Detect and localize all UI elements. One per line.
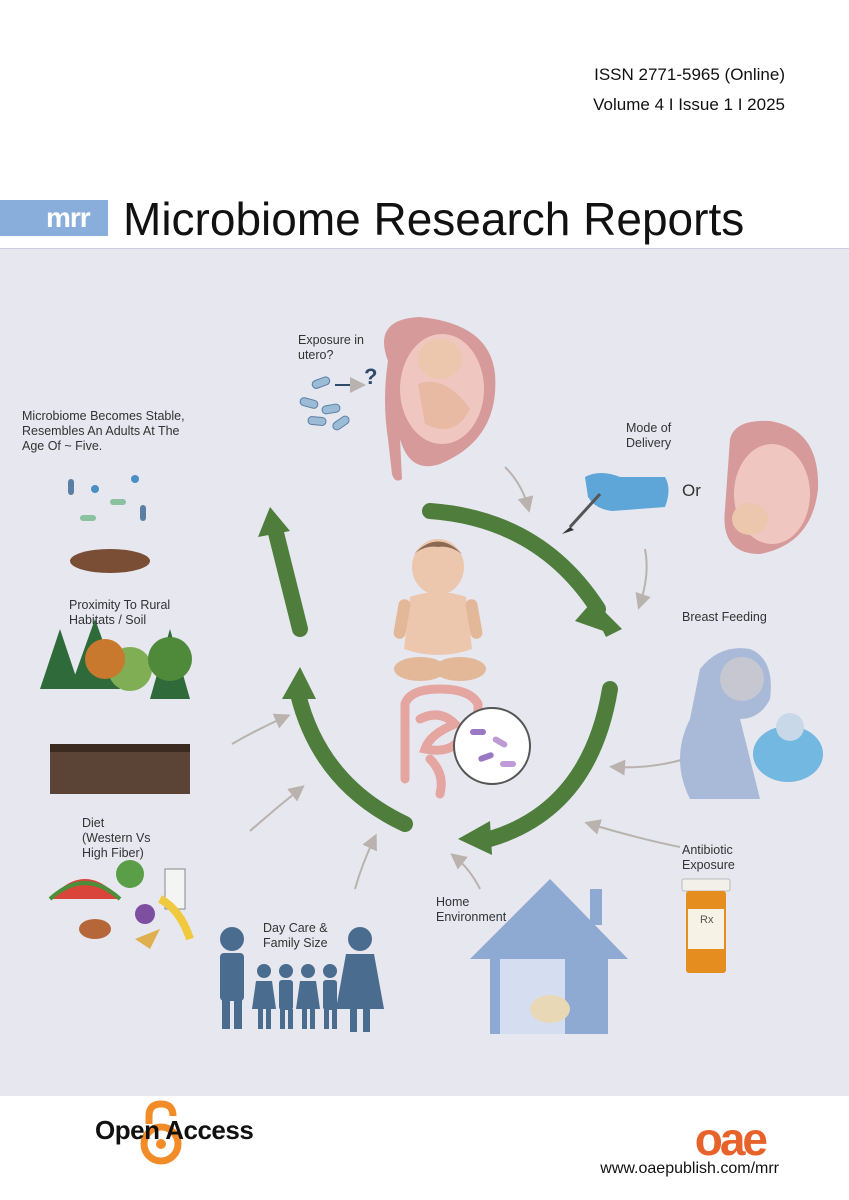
food-illustration <box>48 860 194 949</box>
cycle-arrowheads <box>258 507 622 855</box>
forest-illustration <box>40 619 192 794</box>
label-line: utero? <box>298 348 334 362</box>
label-line: Environment <box>436 910 507 924</box>
issn-text: ISSN 2771-5965 (Online) <box>594 65 785 84</box>
journal-color-bar <box>0 200 108 236</box>
label-line: High Fiber) <box>82 846 144 860</box>
label-line: Delivery <box>626 436 672 450</box>
label-line: Habitats / Soil <box>69 613 147 627</box>
stable-microbes <box>68 475 150 573</box>
open-access-label: Open Access <box>95 1115 254 1145</box>
label-line: Antibiotic <box>682 843 733 857</box>
utero-microbes <box>299 376 350 431</box>
label-proximity: Proximity To Rural Habitats / Soil <box>69 598 170 628</box>
small-arrows <box>231 466 686 890</box>
uterus-illustration-top <box>384 317 496 481</box>
publisher-url[interactable]: www.oaepublish.com/mrr <box>600 1160 779 1177</box>
label-line: Diet <box>82 816 105 830</box>
cover-illustration: Exposure in utero? ? Mode of Delivery Or… <box>0 248 849 1096</box>
label-home-environment: Home Environment <box>436 895 506 925</box>
label-line: Home <box>436 895 470 909</box>
label-line: Microbiome Becomes Stable, <box>22 409 185 423</box>
microbe-lens <box>453 707 531 785</box>
label-line: Exposure <box>682 858 735 872</box>
label-line: Family Size <box>263 936 328 950</box>
label-day-care: Day Care & Family Size <box>263 921 328 951</box>
label-breast-feeding: Breast Feeding <box>682 610 767 624</box>
family-figures <box>220 927 384 1032</box>
antibiotic-bottle <box>681 878 731 973</box>
house-illustration <box>470 879 628 1034</box>
uterus-illustration-right <box>724 420 819 554</box>
label-line: Proximity To Rural <box>69 598 171 612</box>
label-line: Exposure in <box>298 333 365 347</box>
label-line: Mode of <box>626 421 672 435</box>
cycle-arrow-left <box>267 521 308 637</box>
label-antibiotic-exposure: Antibiotic Exposure <box>682 843 735 873</box>
cycle-arrows <box>267 503 618 847</box>
label-line: Day Care & <box>263 921 328 935</box>
volume-text: Volume 4 I Issue 1 I 2025 <box>593 95 785 114</box>
issue-info: ISSN 2771-5965 (Online) Volume 4 I Issue… <box>593 60 785 120</box>
label-stable: Microbiome Becomes Stable, Resembles An … <box>22 409 185 454</box>
cycle-arrow-top-right <box>422 503 606 617</box>
glove-scalpel <box>562 473 669 534</box>
gut-illustration <box>400 684 483 799</box>
label-mode-of-delivery: Mode of Delivery <box>626 421 671 451</box>
open-access-icon <box>140 1100 182 1165</box>
label-rx: Rx <box>700 914 714 926</box>
baby-illustration <box>393 539 486 681</box>
label-diet: Diet (Western Vs High Fiber) <box>82 816 151 861</box>
journal-abbreviation: mrr <box>46 202 91 233</box>
label-exposure-in-utero: Exposure in utero? <box>298 333 364 363</box>
cycle-arrow-bottom <box>482 681 618 847</box>
label-line: Resembles An Adults At The <box>22 424 180 438</box>
publisher-logo-text: oae <box>694 1113 768 1165</box>
breastfeeding-illustration <box>680 648 823 799</box>
label-line: Age Of ~ Five. <box>22 439 103 453</box>
question-mark: ? <box>364 364 378 389</box>
illustration-graphics <box>40 317 823 1034</box>
publisher-logo: oae <box>694 1112 768 1166</box>
journal-title: Microbiome Research Reports <box>123 193 745 245</box>
cycle-arrow-bottom-left <box>290 686 413 832</box>
label-or: Or <box>682 481 701 500</box>
label-line: (Western Vs <box>82 831 151 845</box>
